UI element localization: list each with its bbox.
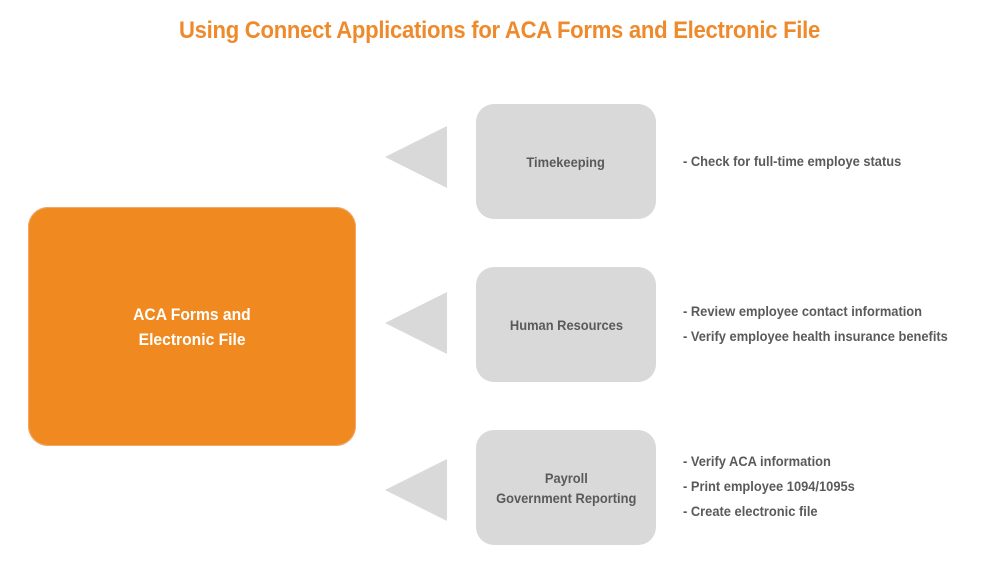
timekeeping-label: Timekeeping xyxy=(526,153,606,170)
timekeeping-box: Timekeeping xyxy=(476,104,656,219)
left-arrow-icon xyxy=(385,126,447,188)
payroll-label: Government Reporting xyxy=(495,489,637,506)
left-arrow-icon xyxy=(385,459,447,521)
aca-forms-box-line: ACA Forms and xyxy=(133,304,251,324)
payroll-notes: - Verify ACA information - Print employe… xyxy=(683,449,870,524)
note-item: - Print employee 1094/1095s xyxy=(683,478,855,494)
note-item: - Create electronic file xyxy=(683,503,818,519)
note-item: - Verify ACA information xyxy=(683,453,831,469)
note-item: - Verify employee health insurance benef… xyxy=(683,328,948,344)
aca-forms-box: ACA Forms and Electronic File xyxy=(28,207,356,446)
human-resources-label: Human Resources xyxy=(509,316,623,333)
left-arrow-icon xyxy=(385,292,447,354)
aca-forms-box-line: Electronic File xyxy=(138,329,246,349)
payroll-box: Payroll Government Reporting xyxy=(476,430,656,545)
timekeeping-notes: - Check for full-time employe status xyxy=(683,149,920,174)
payroll-label: Payroll xyxy=(544,469,588,486)
diagram-title: Using Connect Applications for ACA Forms… xyxy=(178,17,821,44)
note-item: - Review employee contact information xyxy=(683,303,923,319)
human-resources-notes: - Review employee contact information - … xyxy=(683,299,971,349)
human-resources-box: Human Resources xyxy=(476,267,656,382)
note-item: - Check for full-time employe status xyxy=(683,153,902,169)
